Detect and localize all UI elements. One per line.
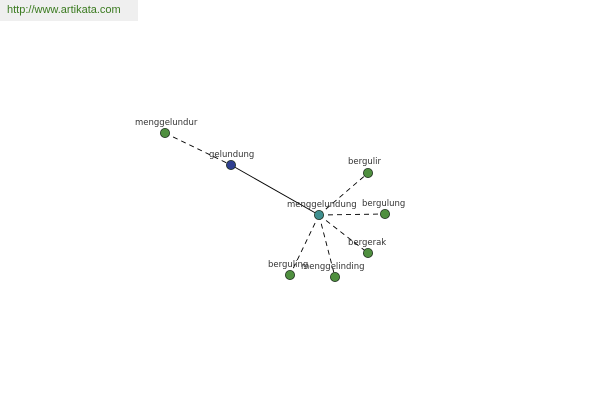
edge-menggelundung-bergulir (318, 172, 369, 216)
node-bergulung-right[interactable] (379, 208, 390, 219)
nodes-layer (159, 127, 390, 282)
node-label-menggelinding[interactable]: menggelinding (301, 262, 365, 272)
edges-layer (164, 132, 386, 278)
edge-menggelundung-berguling (289, 214, 320, 276)
node-label-menggelundur[interactable]: menggelundur (135, 118, 198, 128)
node-berguling[interactable] (284, 269, 295, 280)
node-menggelundur[interactable] (159, 127, 170, 138)
labels-layer: menggelundur gelundung menggelundung bergul… (135, 118, 405, 272)
site-url-link[interactable]: http://www.artikata.com (7, 4, 121, 16)
edge-menggelundung-bergulung-right (318, 213, 386, 216)
node-label-bergulir[interactable]: bergulir (348, 157, 381, 167)
node-menggelinding[interactable] (329, 271, 340, 282)
node-bergerak[interactable] (362, 247, 373, 258)
edge-gelundung-menggelundung (230, 164, 320, 216)
edge-menggelundung-bergerak (318, 214, 369, 254)
node-label-bergerak[interactable]: bergerak (348, 238, 386, 248)
node-label-menggelundung[interactable]: menggelundung (287, 200, 357, 210)
node-label-gelundung[interactable]: gelundung (209, 150, 254, 160)
node-label-bergulung-right[interactable]: bergulung (362, 199, 405, 209)
node-bergulir[interactable] (362, 167, 373, 178)
url-bar: http://www.artikata.com (0, 0, 138, 21)
edge-menggelundur-gelundung (164, 132, 232, 166)
edge-menggelundung-menggelinding (318, 214, 336, 278)
node-menggelundung[interactable] (313, 209, 324, 220)
node-gelundung[interactable] (225, 159, 236, 170)
node-label-berguling[interactable]: berguling (268, 260, 308, 270)
